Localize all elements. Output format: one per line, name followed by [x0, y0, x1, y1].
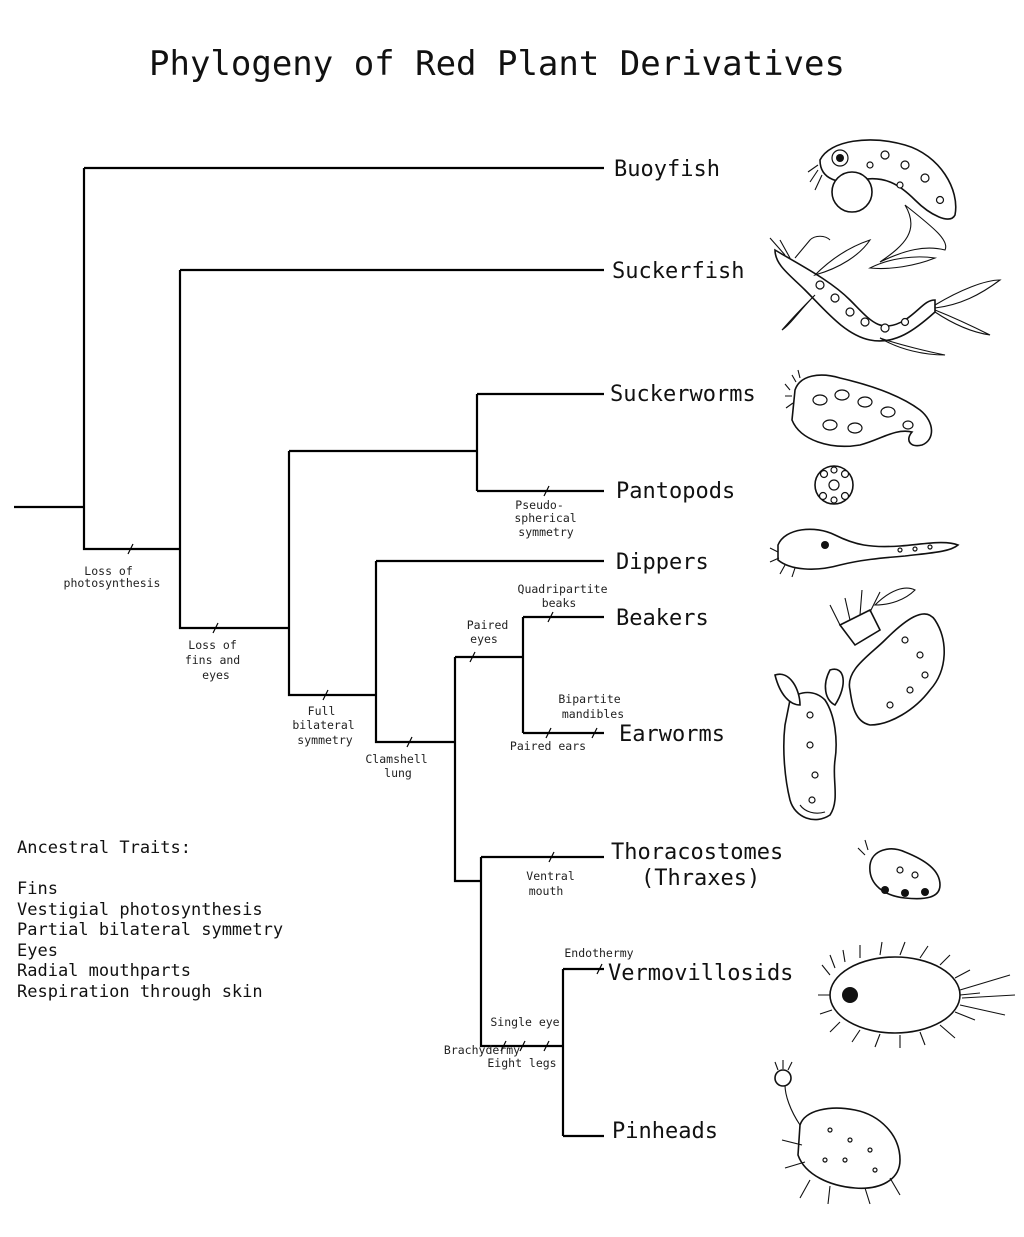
node-suckerfish-split: [178, 270, 289, 630]
trait-loss-fins-eyes: Loss of fins and eyes: [185, 638, 247, 682]
vermovillosids-illustration: [818, 941, 1016, 1048]
suckerworms-illustration: [784, 369, 933, 448]
ancestral-heading: Ancestral Traits:: [17, 838, 191, 858]
trait-paired-eyes: Paired eyes: [467, 618, 515, 646]
ancestral-item: Vestigial photosynthesis: [17, 900, 263, 920]
taxon-beakers: Beakers: [616, 606, 709, 631]
tick-loss-fins-eyes: [212, 622, 219, 634]
trait-paired-ears: Paired ears: [510, 739, 586, 753]
suckerfish-illustration: [769, 235, 1002, 356]
tick-eight-legs: [543, 1040, 550, 1052]
tick-clamshell-lung: [406, 736, 413, 748]
ancestral-item: Respiration through skin: [17, 982, 263, 1002]
creature-illustrations: [769, 139, 1016, 1205]
ancestral-traits: Ancestral Traits: Fins Vestigial photosy…: [17, 838, 283, 1002]
node-dipper-split: [374, 561, 455, 744]
taxon-earworms: Earworms: [619, 722, 725, 747]
node-thoracostome-split: [479, 857, 563, 1048]
tick-brachydermy: [500, 1040, 507, 1052]
thoracostomes-illustration: [857, 839, 941, 900]
trait-ventral-mouth: Ventral mouth: [526, 869, 581, 898]
trait-loss-photosynthesis: Loss of photosynthesis: [64, 564, 161, 590]
taxon-thraxes: (Thraxes): [641, 866, 760, 891]
earworms-illustration: [774, 668, 844, 821]
taxon-labels: Buoyfish Suckerfish Suckerworms Pantopod…: [608, 157, 793, 1144]
trait-brachydermy: Brachydermy: [444, 1043, 520, 1057]
pantopods-illustration: [814, 465, 854, 505]
taxon-buoyfish: Buoyfish: [614, 157, 720, 182]
node-clamshell-split: [453, 657, 481, 883]
tick-endothermy: [596, 963, 603, 975]
trait-pseudo-spherical: Pseudo- spherical symmetry: [514, 498, 583, 539]
taxon-suckerworms: Suckerworms: [610, 382, 756, 407]
ancestral-item: Eyes: [17, 941, 58, 961]
node-buoyfish-split: [82, 168, 180, 551]
dippers-illustration: [769, 528, 960, 578]
trait-clamshell-lung: Clamshell lung: [365, 752, 434, 780]
ancestral-item: Fins: [17, 879, 58, 899]
tick-paired-eyes: [469, 651, 476, 663]
tick-bipartite-mandibles: [591, 727, 598, 739]
taxon-pantopods: Pantopods: [616, 479, 735, 504]
tick-single-eye: [519, 1040, 526, 1052]
tick-loss-photosynthesis: [127, 543, 134, 555]
beakers-illustration: [829, 587, 945, 726]
tick-paired-ears: [545, 727, 552, 739]
ancestral-item: Partial bilateral symmetry: [17, 920, 283, 940]
buoyfish-illustration: [807, 139, 957, 263]
taxon-thoracostomes: Thoracostomes: [611, 840, 783, 865]
node-worm-split: [287, 451, 376, 697]
trait-single-eye: Single eye: [490, 1015, 559, 1029]
tree-branches: [14, 166, 604, 1138]
taxon-vermovillosids: Vermovillosids: [608, 961, 793, 986]
trait-bipartite-mandibles: Bipartite mandibles: [558, 692, 627, 721]
taxon-suckerfish: Suckerfish: [612, 259, 744, 284]
trait-quadripartite-beaks: Quadripartite beaks: [518, 582, 615, 610]
trait-labels: Loss of photosynthesis Loss of fins and …: [64, 498, 634, 1070]
diagram-title: Phylogeny of Red Plant Derivatives: [149, 44, 845, 84]
taxon-dippers: Dippers: [616, 550, 709, 575]
ancestral-item: Radial mouthparts: [17, 961, 191, 981]
tick-pseudo-spherical: [543, 485, 550, 497]
tick-quadripartite-beaks: [547, 611, 554, 623]
tick-full-bilateral: [322, 689, 329, 701]
trait-full-bilateral: Full bilateral symmetry: [292, 704, 361, 747]
trait-ticks: [127, 485, 603, 1052]
taxon-pinheads: Pinheads: [612, 1119, 718, 1144]
tick-ventral-mouth: [548, 851, 555, 863]
pinheads-illustration: [774, 1060, 901, 1205]
trait-eight-legs: Eight legs: [487, 1056, 556, 1070]
trait-endothermy: Endothermy: [564, 946, 633, 960]
